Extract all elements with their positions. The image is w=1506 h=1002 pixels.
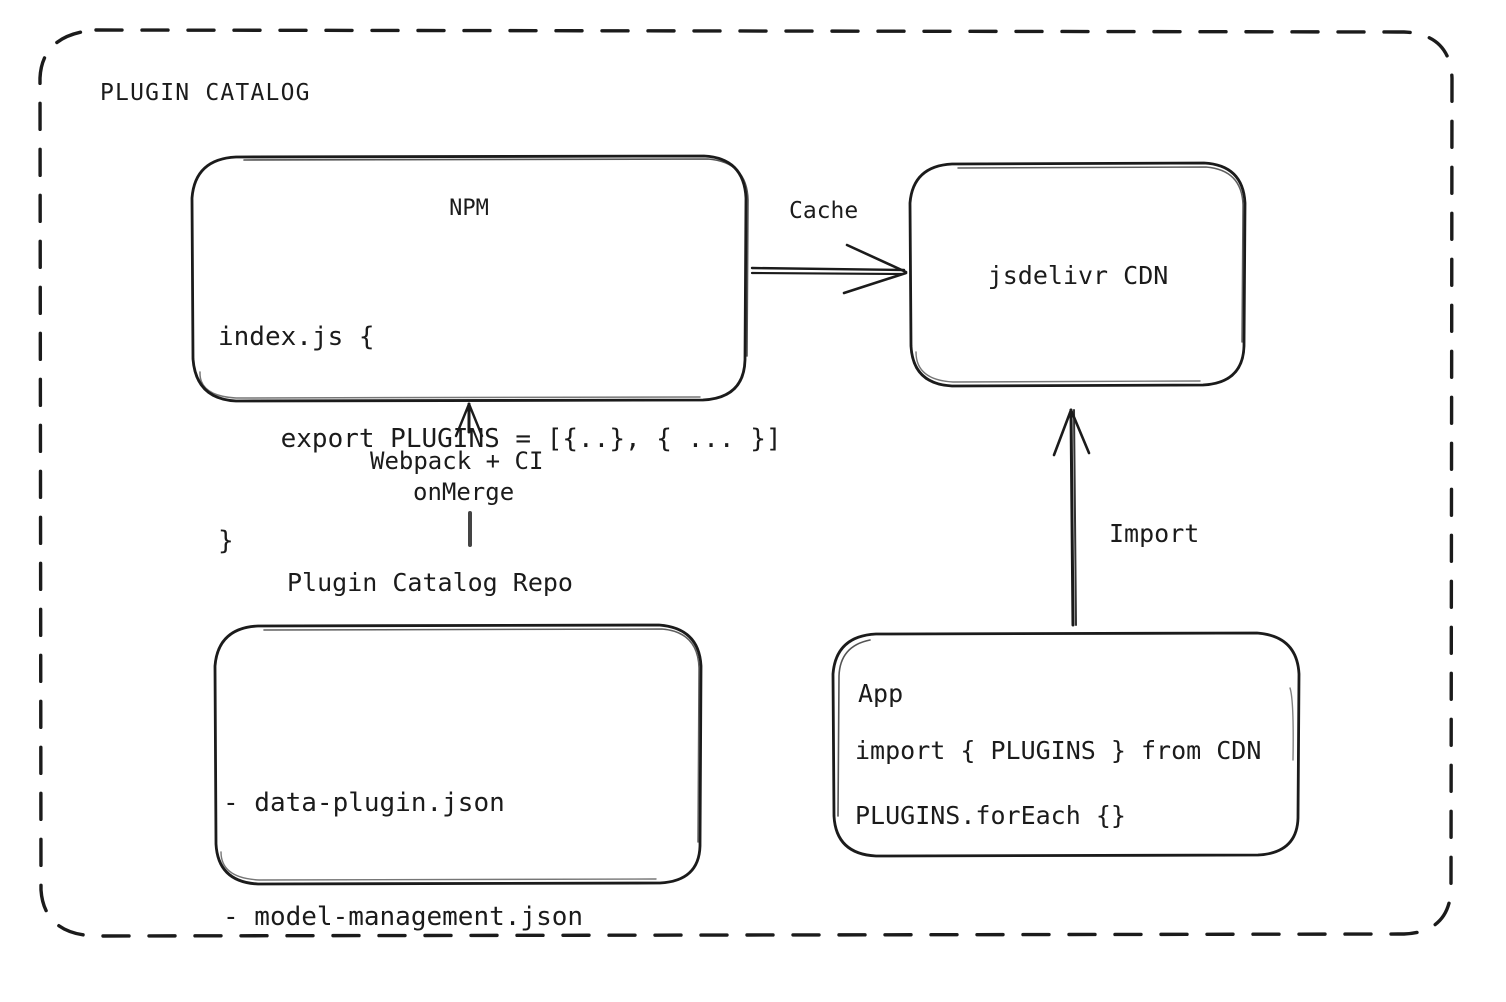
repo-list-item-2: - model-management.json: [223, 902, 584, 932]
npm-code-line-3: }: [218, 526, 234, 556]
cdn-node-title: jsdelivr CDN: [987, 261, 1169, 290]
app-code-line-1: import { PLUGINS } from CDN: [855, 736, 1262, 765]
app-node-title: App: [858, 679, 904, 708]
npm-code-line-2: export PLUGINS = [{..}, { ... }]: [218, 424, 782, 454]
edge-app-to-cdn-arrow: [1052, 408, 1091, 627]
edge-label-webpack-ci: Webpack + CI: [370, 447, 544, 475]
repo-file-list: - data-plugin.json - model-management.js…: [223, 708, 583, 1002]
edge-label-onmerge: onMerge: [413, 478, 515, 506]
edge-label-import: Import: [1109, 519, 1200, 548]
npm-node-title: NPM: [449, 196, 489, 221]
app-code-line-2: PLUGINS.forEach {}: [855, 801, 1126, 830]
repo-node-caption: Plugin Catalog Repo: [287, 568, 573, 597]
repo-list-item-1: - data-plugin.json: [223, 788, 505, 818]
npm-code-line-1: index.js {: [218, 322, 375, 352]
page-title: PLUGIN CATALOG: [100, 80, 311, 106]
npm-code-block: index.js { export PLUGINS = [{..}, { ...…: [218, 252, 782, 626]
edge-label-cache: Cache: [789, 198, 859, 224]
